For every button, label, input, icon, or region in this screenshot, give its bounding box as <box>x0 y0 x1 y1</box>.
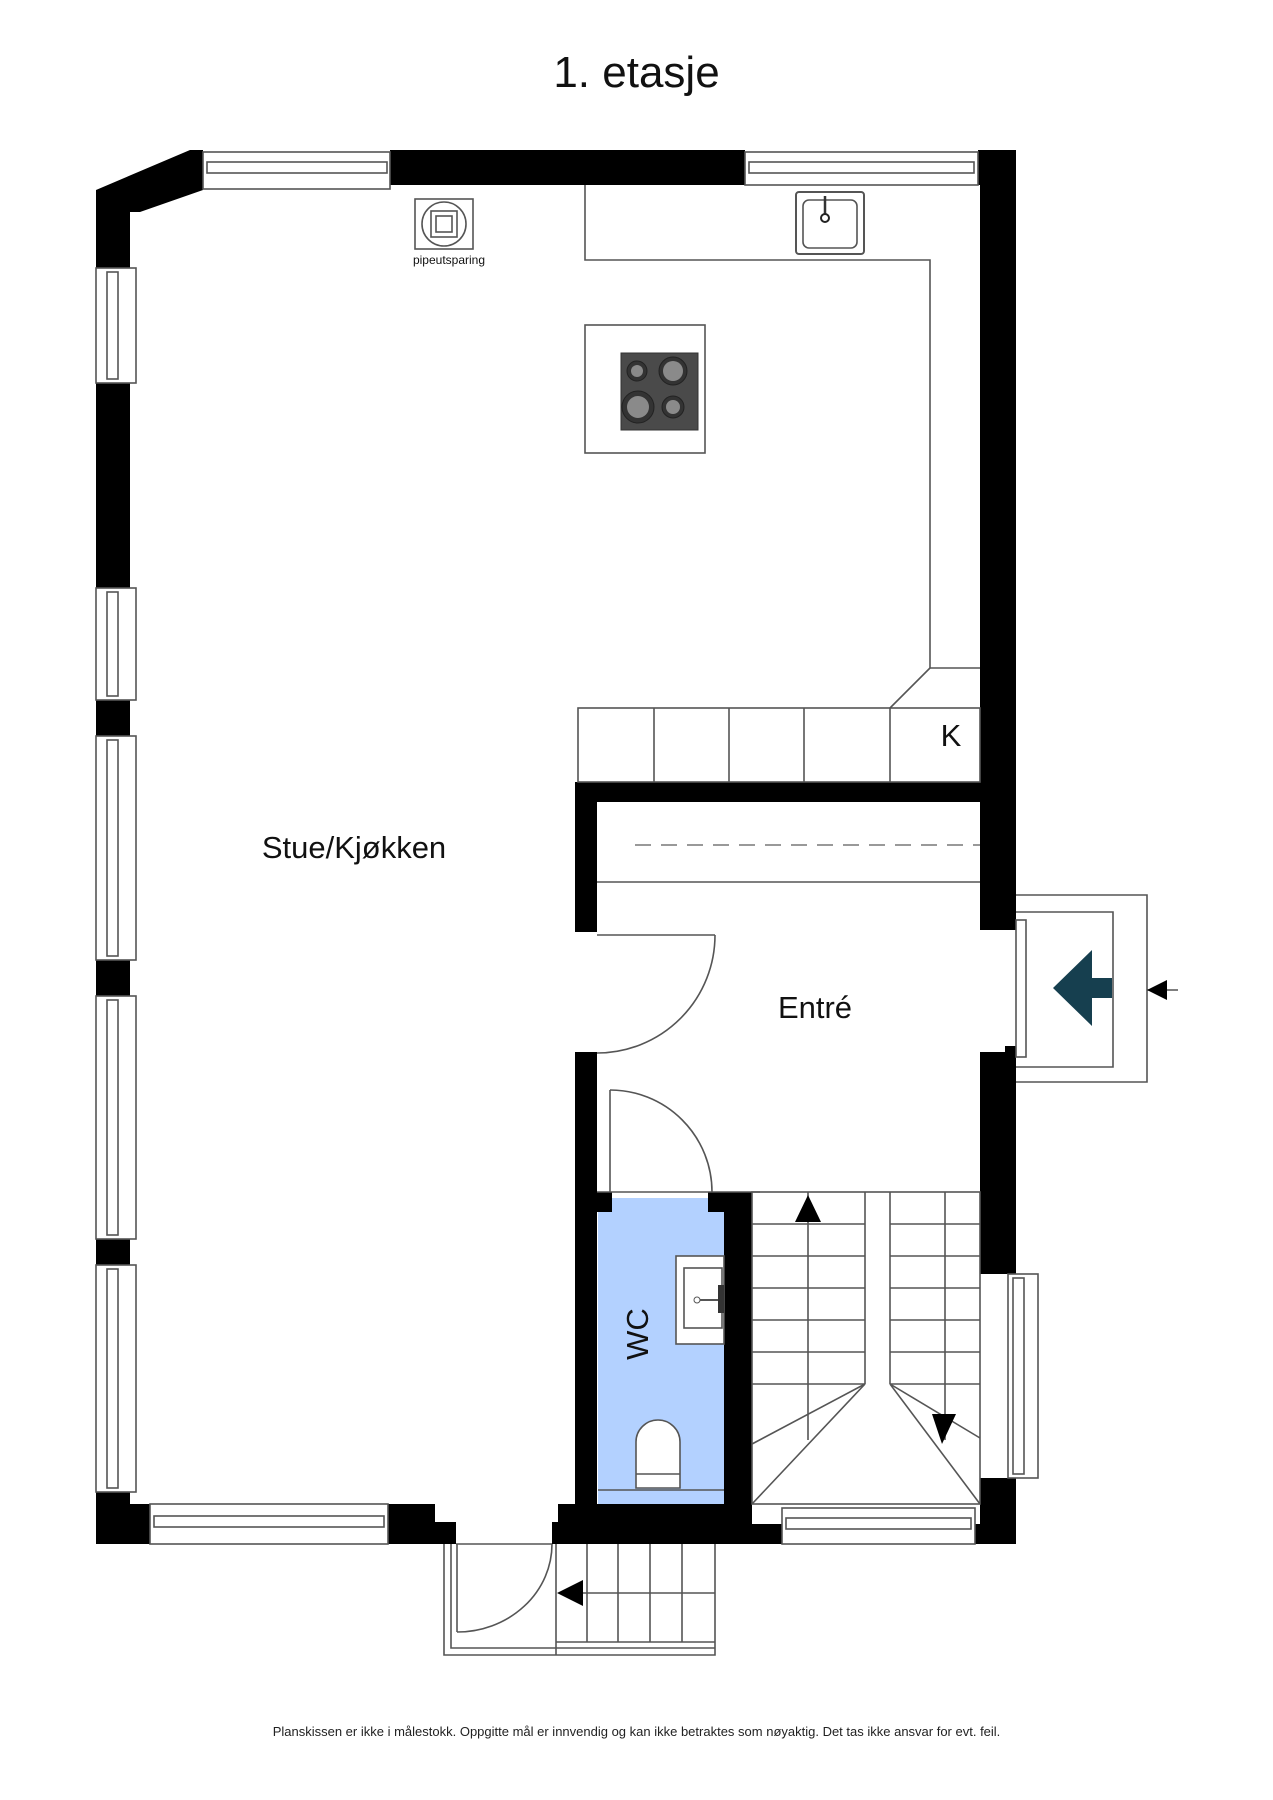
window <box>95 1264 137 1493</box>
window <box>149 1503 389 1545</box>
window <box>202 151 391 190</box>
arrow-left-icon <box>1147 980 1167 1000</box>
room-label-living-kitchen: Stue/Kjøkken <box>262 830 446 865</box>
disclaimer: Planskissen er ikke i målestokk. Oppgitt… <box>272 1724 1001 1739</box>
door-living-entrance[interactable] <box>596 934 716 1054</box>
sink-icon <box>795 191 865 255</box>
window <box>95 587 137 701</box>
cooktop-icon <box>620 352 699 431</box>
entrance-arrow-icon <box>1053 950 1112 1026</box>
door-wc[interactable] <box>597 1089 760 1193</box>
interior-walls <box>575 782 1016 1522</box>
exterior-walls <box>96 150 1016 1544</box>
entrance-door[interactable] <box>1015 919 1027 1058</box>
arrow-up-icon <box>795 1195 821 1222</box>
chimney-label: pipeutsparing <box>413 253 485 267</box>
kitchen-island <box>584 324 706 454</box>
window <box>781 1507 976 1545</box>
floor-title: 1. etasje <box>553 48 720 97</box>
window <box>744 151 979 186</box>
room-label-closet: K <box>941 718 962 753</box>
toilet-icon <box>635 1419 681 1489</box>
window <box>95 267 137 384</box>
room-label-wc: WC <box>620 1308 655 1360</box>
window <box>1007 1273 1039 1479</box>
window <box>95 735 137 961</box>
arrow-left-icon <box>557 1580 583 1606</box>
outdoor-steps <box>443 1544 716 1656</box>
window <box>95 995 137 1240</box>
kitchen-counter <box>577 185 981 783</box>
staircase <box>751 1191 981 1505</box>
back-door[interactable] <box>456 1543 553 1633</box>
arrow-down-icon <box>932 1414 956 1444</box>
chimney-icon <box>414 198 474 250</box>
windows <box>95 151 1039 1545</box>
basin-icon <box>675 1255 725 1345</box>
room-label-entrance: Entré <box>778 990 852 1025</box>
